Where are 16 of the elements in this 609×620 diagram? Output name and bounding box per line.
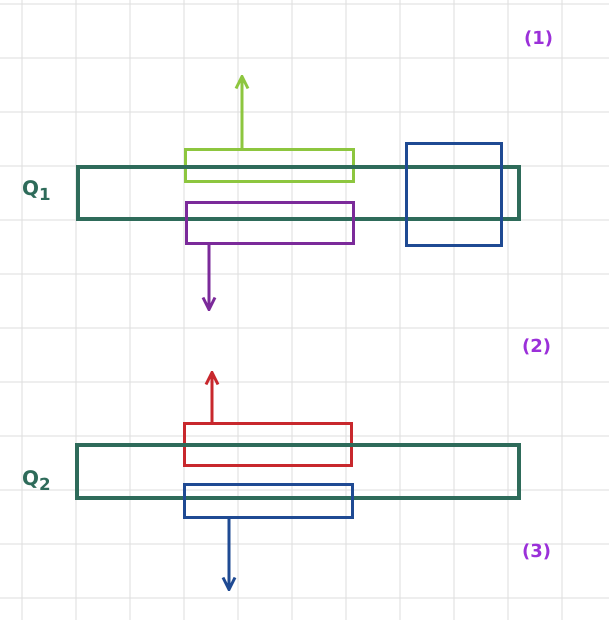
long-bar — [75, 443, 521, 500]
bar-box — [184, 148, 355, 183]
arrow — [202, 245, 216, 311]
case-number: (3) — [522, 541, 551, 562]
case-number: (2) — [522, 336, 551, 357]
arrow — [222, 519, 236, 591]
case-number: (1) — [524, 28, 553, 49]
long-bar — [76, 165, 521, 221]
arrow — [234, 75, 250, 148]
arrow — [204, 371, 220, 422]
bar-box — [183, 422, 353, 467]
bar-box — [183, 483, 354, 519]
bar-box — [185, 201, 355, 245]
square-box — [405, 142, 503, 247]
row-label: Q$_{1}$ — [22, 176, 51, 204]
row-label: Q$_{2}$ — [22, 466, 51, 494]
